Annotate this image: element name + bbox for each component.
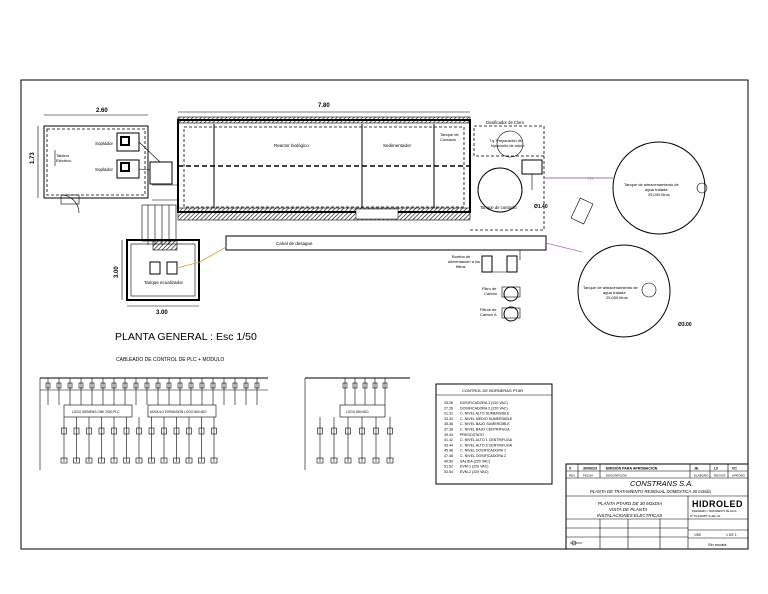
rev-col-header: DESCRIPCIÓN [606,473,627,478]
plc-module-1-label: LOGO SIEMENS CMK 2000 PLC [72,410,120,414]
reactor-block: 7.80 Reactor biológico Sedimentador Tanq… [152,103,471,221]
legend-code: 25.26 [444,401,453,405]
legend-code: 37.38 [444,428,453,432]
legend-code: 47.48 [444,454,453,458]
settler-label: Sedimentador [383,143,412,148]
legend-text: PRESOSTATO [460,433,484,437]
brand-subtitle: INGENIERIA Y TRATAMIENTO DE AGUA [692,510,737,513]
legend-title: CONTROL DE BORNERAS PTAR [462,388,523,393]
legend-text: EVM-2 (220 VAC) [460,470,489,474]
equalizer-tank: Tanque ecualizador 3.00 3.00 [114,204,227,316]
rev-cell: JE [694,467,699,471]
legend-text: DOSIFICADORA 2 (220 VAC) [460,406,508,410]
equalizer-width-dimension: 3.00 [156,310,168,316]
plan-line-3: INSTALACIONES ELECTRICAS [597,513,662,518]
legend-text: EVM-1 (220 VAC) [460,465,489,469]
shed-height-dimension: 1.73 [30,152,36,164]
contact-tank-label: Tanque de contacto [480,205,517,210]
drain-channel [225,235,547,251]
plc-module-2-label: MODULO EXPANSION LOGO 8DI/4DO [150,410,207,414]
legend-code: 39.40 [444,433,453,437]
legend-code: 27.28 [444,406,453,410]
reactor-label: Reactor biológico [274,143,309,148]
plc-wiring-middle: LOGO 8DI/4DO [304,377,410,470]
legend-text: DOSIFICADORA 1 (220 VAC) [460,401,508,405]
reactor-width-dimension: 7.80 [318,103,330,109]
plc-module-3-label: LOGO 8DI/4DO [346,410,369,414]
equalizer-height-dimension: 3.00 [114,266,120,278]
chlorine-area: Dosificador de Cloro T.q. Preparación de… [470,120,548,231]
scale-value: 1/50 [694,533,701,537]
legend-code: 35.36 [444,422,453,426]
legend-text: C. NIVEL DOSIFICADORA 2 [460,454,506,458]
sheet-border [20,79,749,550]
hy-label: HY [588,176,594,181]
legend-code: 31.31 [444,412,453,416]
cabling-title: CABLEADO DE CONTROL DE PLC + MODULO [116,357,224,363]
plc-wiring-left: LOGO SIEMENS CMK 2000 PLC MODULO EXPANSI… [39,377,268,470]
legend-text: C. NIVEL DOSIFICADORA 1 [460,449,506,453]
legend-text: C. NIVEL BAJO SUMERGIBLE [460,422,510,426]
project-name: PLANTA DE TRATAMIENTO RESIDUAL DOMESTICA… [590,489,711,494]
legend-text: C. NIVEL ALTO SUMERGIBLE [460,412,510,416]
brand-logo: HIDROLED [692,499,743,509]
drain-channel-label: Canal de desague [276,241,313,246]
chlorine-doser-label: Dosificador de Cloro [486,120,525,125]
legend-code: 45.46 [444,449,453,453]
title-block: 0 30/06/23 EMISIÓN PARA APROBACIÓN JE LV VC RE… [565,463,749,550]
tank-diameter-dimension: Ø3.00 [678,322,692,328]
company-name: CONSTRANS S.A. [630,479,693,488]
sheet-value: 1 DE 1 [726,533,737,537]
legend-text: C. NIVEL ALTO 1 CENTRIFUGA [460,438,513,442]
rev-cell: VC [732,467,737,471]
blower-1-label: Soplador [95,141,114,146]
legend-code: 49.50 [444,459,453,463]
blower-2-label: Soplador [95,167,114,172]
plano-label: Nº PLANO: [690,514,705,518]
legend-code: 51.52 [444,465,453,469]
legend-text: C. NIVEL BAJO CENTRIFUGA [460,428,510,432]
legend-text: C. NIVEL MEDIO SUMERGIBLE [460,417,513,421]
legend-code: 33.34 [444,417,453,421]
rev-col-header: REV. [569,474,576,478]
rev-col-header: APROBÓ [732,473,746,478]
equalizer-tank-label: Tanque ecualizador [144,280,184,285]
rev-cell: 0 [569,467,571,471]
plan-title: PLANTA GENERAL : Esc 1/50 [115,331,257,343]
legend-code: 43.44 [444,443,453,447]
legend-code: 41.42 [444,438,453,442]
plan-line-2: VISTA DE PLANTA [609,507,647,512]
shed-width-dimension: 2.60 [96,108,108,114]
rev-cell: LV [714,467,719,471]
misc-dimension: Ø1.40 [534,204,548,210]
rev-col-header: FECHA [583,474,593,478]
plano-value: PT-S-IEL-01 [704,514,721,518]
rev-cell: EMISIÓN PARA APROBACIÓN [606,466,658,471]
legend-text: SALIDA (220 VAC) [460,459,490,463]
plan-line-1: PLANTA PTARD DE 30 M3xDIA [598,501,662,506]
no-scale: Sin escala [708,542,727,547]
legend-code: 53.54 [444,470,453,474]
rev-col-header: REVISÓ [714,473,726,478]
legend-text: C. NIVEL ALTO 2 CENTRIFUGA [460,443,513,447]
rev-col-header: ELABORÓ [694,473,709,478]
rev-cell: 30/06/23 [583,467,597,471]
